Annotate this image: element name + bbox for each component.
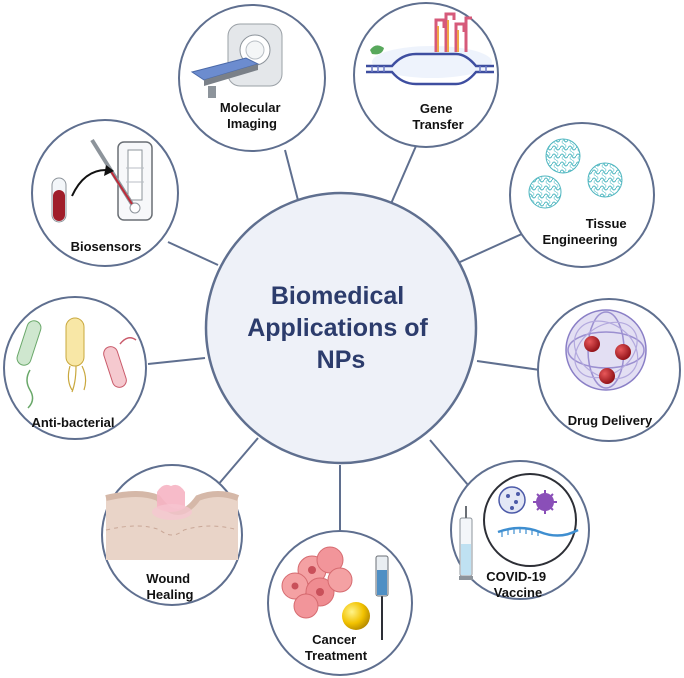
node-drug-delivery: Drug Delivery — [537, 298, 681, 442]
node-molecular-imaging-label-line-2: Imaging — [227, 116, 277, 131]
node-tissue-engineering-label-line-2: Engineering — [542, 232, 617, 247]
node-molecular-imaging: Molecular Imaging — [178, 4, 326, 152]
hub: Biomedical Applications of NPs — [204, 191, 478, 465]
connector-covid-vaccine — [429, 439, 469, 486]
syringe-virus-icon — [459, 473, 579, 580]
fiber-scaffold-icon — [528, 138, 623, 209]
connector-molecular-imaging — [284, 149, 301, 209]
node-cancer-treatment-label: Cancer Treatment — [305, 632, 368, 663]
node-covid-vaccine-label-line-1: COVID-19 — [486, 569, 546, 584]
connector-anti-bacterial — [147, 357, 206, 365]
node-cancer-treatment-label-line-2: Treatment — [305, 648, 368, 663]
hub-title-line-3: NPs — [317, 346, 366, 374]
nanoparticle-cage-icon — [565, 309, 647, 391]
node-tissue-engineering-label: Tissue Engineering — [542, 216, 630, 247]
node-biosensors: Biosensors — [31, 119, 179, 267]
node-gene-transfer: Gene Transfer — [353, 2, 499, 148]
connectors — [147, 145, 541, 532]
node-gene-transfer-label: Gene Transfer — [412, 101, 463, 132]
hub-title-line-1: Biomedical — [271, 282, 404, 310]
node-covid-vaccine: COVID-19 Vaccine — [450, 460, 590, 600]
node-anti-bacterial-label-line-1: Anti-bacterial — [31, 415, 114, 430]
node-wound-healing-label-line-2: Healing — [147, 587, 194, 602]
node-drug-delivery-label-line-1: Drug Delivery — [568, 413, 653, 428]
node-biosensors-label-line-1: Biosensors — [71, 239, 142, 254]
node-wound-healing-label: Wound Healing — [146, 571, 193, 602]
hub-title: Biomedical Applications of NPs — [247, 282, 435, 374]
node-tissue-engineering-label-line-1: Tissue — [586, 216, 627, 231]
connector-wound-healing — [216, 437, 259, 487]
connector-tissue-engineering — [459, 232, 525, 263]
bacteria-icon — [16, 317, 137, 409]
node-wound-healing-label-line-1: Wound — [146, 571, 190, 586]
hub-circle — [204, 191, 478, 465]
connector-gene-transfer — [389, 145, 417, 207]
connector-biosensors — [167, 241, 219, 266]
test-strip-icon — [51, 138, 153, 223]
mri-scanner-icon — [190, 23, 283, 98]
skin-wound-icon — [105, 484, 240, 560]
node-anti-bacterial: Anti-bacterial — [3, 296, 147, 440]
node-cancer-treatment: Cancer Treatment — [267, 530, 413, 676]
node-molecular-imaging-label-line-1: Molecular — [220, 100, 281, 115]
node-tissue-engineering: Tissue Engineering — [509, 122, 655, 268]
node-anti-bacterial-label: Anti-bacterial — [31, 415, 114, 430]
node-biosensors-label: Biosensors — [71, 239, 142, 254]
node-drug-delivery-label: Drug Delivery — [568, 413, 653, 428]
node-gene-transfer-label-line-1: Gene — [420, 101, 453, 116]
tumor-cells-icon — [281, 546, 389, 640]
node-molecular-imaging-label: Molecular Imaging — [220, 100, 284, 131]
dna-strand-icon — [366, 12, 494, 86]
node-cancer-treatment-label-line-1: Cancer — [312, 632, 356, 647]
node-covid-vaccine-label-line-2: Vaccine — [494, 585, 542, 600]
node-gene-transfer-label-line-2: Transfer — [412, 117, 463, 132]
node-wound-healing: Wound Healing — [101, 464, 243, 606]
connector-drug-delivery — [476, 360, 541, 371]
node-covid-vaccine-label: COVID-19 Vaccine — [486, 569, 550, 600]
hub-title-line-2: Applications of — [247, 314, 428, 342]
